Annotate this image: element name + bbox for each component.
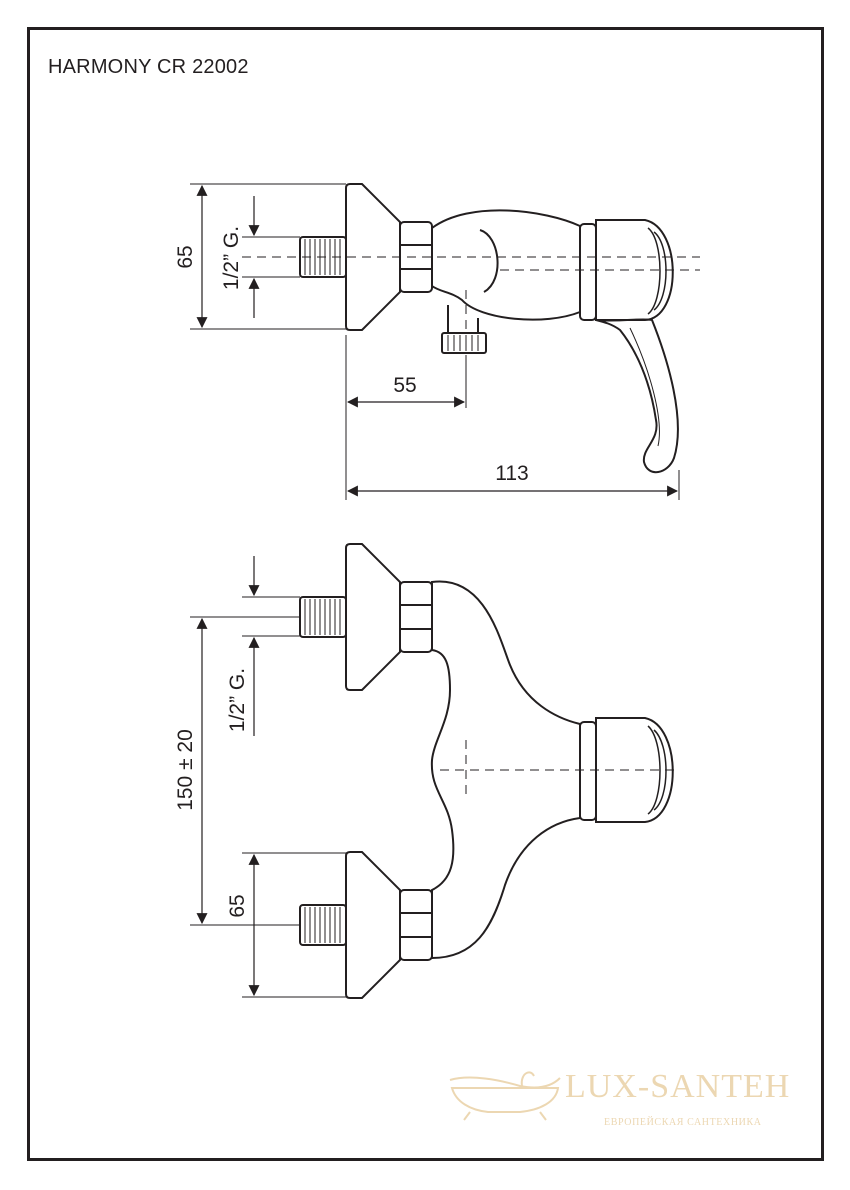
- drawing-frame: [27, 27, 824, 1161]
- side-dim-55-label: 55: [393, 374, 416, 397]
- side-lever-handle: [595, 318, 679, 473]
- front-lower-inlet: [299, 851, 433, 999]
- side-dim-65-label: 65: [174, 245, 197, 268]
- side-cover-flange: [345, 183, 401, 331]
- front-centerlines: [440, 740, 678, 800]
- front-mixer-body: [430, 580, 581, 960]
- side-mixer-body: [431, 209, 581, 321]
- side-view: [190, 183, 700, 500]
- front-cartridge-knob: [579, 717, 674, 823]
- front-extension-lines: [190, 596, 346, 998]
- drawing-title: HARMONY CR 22002: [48, 56, 249, 78]
- side-outlet: [441, 305, 487, 354]
- front-dim-65-label: 65: [226, 894, 249, 917]
- side-extension-lines: [190, 183, 680, 500]
- front-upper-inlet: [299, 543, 433, 691]
- side-body-rounded-end: [479, 229, 499, 293]
- watermark-brand: LUX-SANTEH: [565, 1068, 790, 1105]
- side-dim-thread-label: 1/2” G.: [220, 226, 243, 290]
- front-dim-thread-label: 1/2” G.: [226, 668, 249, 732]
- front-view: [190, 543, 678, 999]
- front-dimension-lines: [196, 556, 260, 997]
- side-dimension-lines: [196, 184, 679, 497]
- side-dim-113-label: 113: [495, 462, 528, 485]
- bathtub-logo-icon: [449, 1071, 561, 1121]
- side-centerlines: [242, 256, 700, 335]
- side-cartridge-knob: [579, 219, 674, 321]
- front-dim-150-label: 150 ± 20: [174, 729, 197, 811]
- watermark: LUX-SANTEH ЕВРОПЕЙСКАЯ САНТЕХНИКА: [449, 1068, 790, 1128]
- watermark-tagline: ЕВРОПЕЙСКАЯ САНТЕХНИКА: [604, 1116, 762, 1128]
